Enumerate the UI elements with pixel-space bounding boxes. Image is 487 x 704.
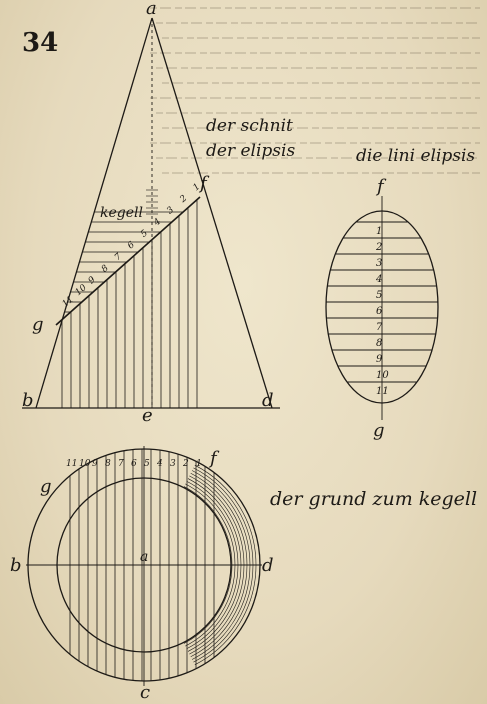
base-number: 8 — [105, 459, 111, 469]
base-caption: der grund zum kegell — [270, 488, 478, 510]
section-number: 10 — [74, 283, 89, 298]
ellipse-number: 1 — [376, 226, 382, 237]
base-number: 1 — [196, 459, 202, 469]
ellipse-number: 8 — [376, 338, 382, 349]
section-number: 1 — [192, 182, 203, 193]
base-number: 2 — [182, 459, 189, 469]
section-number: 9 — [87, 275, 98, 287]
point-e-cone: e — [142, 405, 153, 426]
page-number: 34 — [22, 28, 59, 58]
base-number: 7 — [118, 459, 124, 469]
bleed-through-text — [150, 7, 480, 174]
ellipse-number: 11 — [376, 386, 389, 397]
section-caption-line2: der elipsis — [206, 141, 296, 161]
point-f-ellipse: f — [377, 176, 384, 197]
point-a-base: a — [140, 549, 149, 565]
cone-horizontal-rulings — [64, 189, 184, 313]
point-d-base: d — [262, 555, 274, 576]
base-number: 3 — [170, 459, 176, 469]
ellipse-number: 9 — [376, 354, 383, 365]
ellipse-number: 2 — [375, 242, 382, 253]
base-shading-arcs — [183, 464, 257, 666]
ellipse-number: 4 — [375, 274, 382, 285]
cone-left-edge — [35, 17, 153, 409]
ellipse-number: 10 — [376, 370, 389, 381]
ellipse-numbers: 1 2 3 4 5 6 7 8 9 10 11 — [375, 226, 389, 397]
section-number: 11 — [61, 295, 76, 310]
base-number: 6 — [131, 459, 137, 469]
cone-caption: kegell — [100, 205, 143, 221]
base-number: 11 — [66, 459, 77, 469]
ellipse-number: 6 — [376, 306, 383, 317]
ellipse-rulings — [326, 221, 438, 383]
section-number: 4 — [151, 217, 163, 229]
point-a-apex: a — [146, 0, 157, 19]
point-b-base: b — [10, 555, 22, 576]
base-number: 5 — [144, 459, 150, 469]
point-g-base: g — [40, 476, 52, 497]
point-g-ellipse: g — [373, 420, 385, 441]
section-number: 7 — [113, 252, 124, 264]
base-number: 4 — [156, 459, 163, 469]
ellipse-caption: die lini elipsis — [356, 146, 476, 166]
base-number: 10 — [79, 459, 91, 469]
point-b-cone: b — [22, 390, 34, 411]
cone-vertical-rulings — [61, 199, 198, 408]
section-number: 5 — [139, 228, 150, 240]
section-caption-line1: der schnit — [206, 116, 293, 136]
section-number: 3 — [165, 205, 176, 217]
base-vertical-rulings — [69, 449, 215, 681]
point-g-cone: g — [32, 314, 44, 335]
base-number: 9 — [92, 459, 98, 469]
cone-right-edge — [151, 17, 273, 409]
ellipse-diagram: 1 2 3 4 5 6 7 8 9 10 11 — [325, 196, 439, 420]
section-number: 2 — [178, 193, 190, 205]
ellipse-number: 5 — [376, 290, 382, 301]
point-d-cone: d — [262, 390, 274, 411]
section-number: 6 — [126, 240, 137, 252]
point-f-base: f — [210, 448, 217, 469]
point-c-base: c — [140, 682, 151, 703]
ellipse-number: 3 — [376, 258, 382, 269]
point-f-cone: f — [200, 173, 207, 194]
ellipse-number: 7 — [376, 322, 383, 333]
section-number: 8 — [100, 263, 111, 275]
